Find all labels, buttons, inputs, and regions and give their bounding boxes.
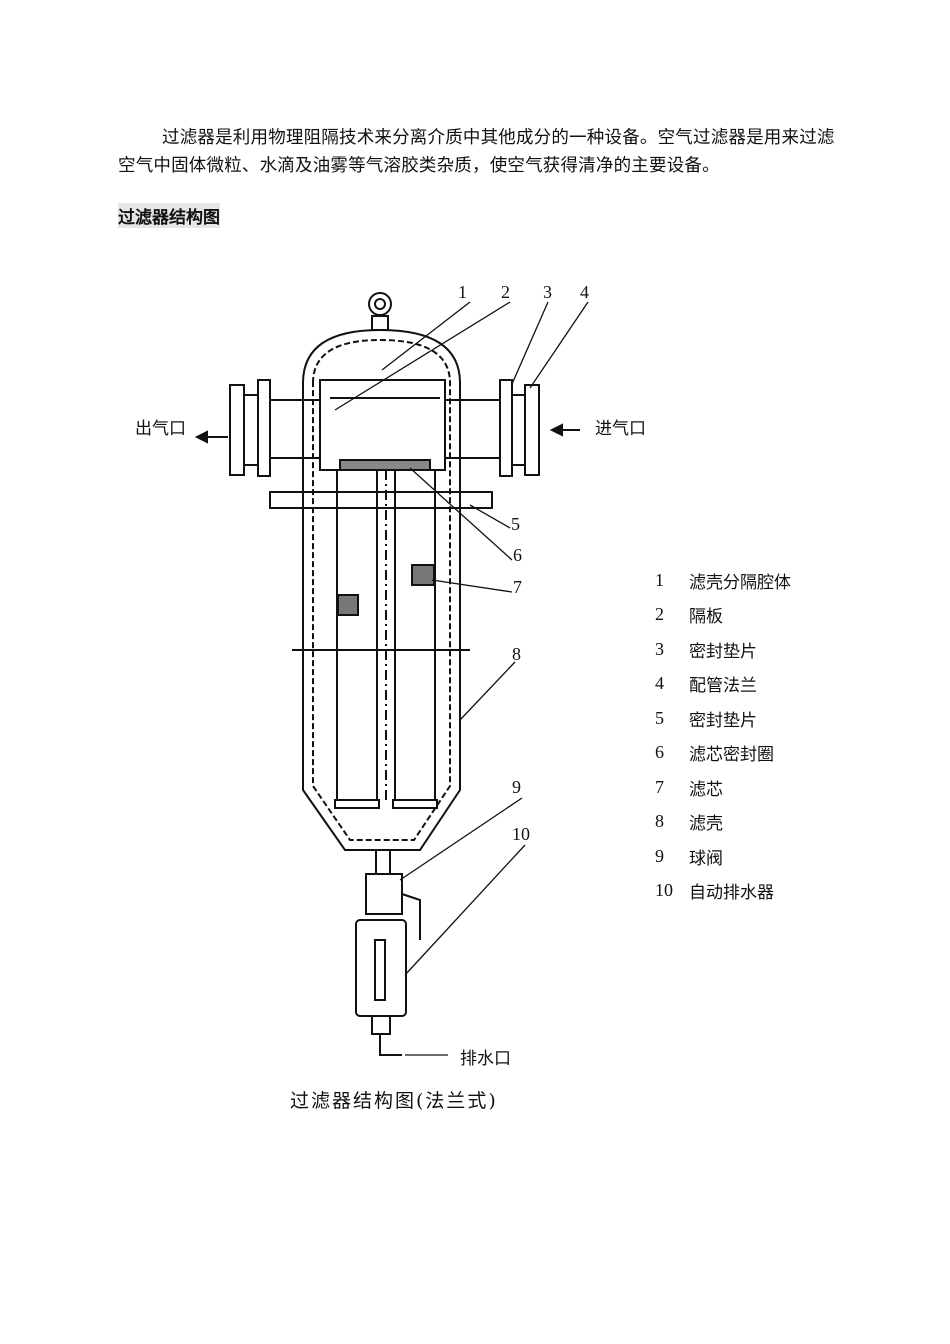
legend-num: 10 [655, 880, 673, 901]
inlet-label: 进气口 [595, 419, 646, 439]
inlet-flange-outer [524, 384, 540, 476]
filter-element-right [394, 469, 436, 801]
auto-drain-bowl [355, 919, 407, 1017]
legend-item: 10 自动排水器 [655, 874, 791, 909]
callout-2: 2 [501, 282, 510, 302]
filter-shell [302, 328, 461, 851]
legend-item: 6 滤芯密封圈 [655, 736, 791, 771]
legend-num: 1 [655, 569, 664, 590]
callout-8: 8 [512, 644, 521, 664]
legend-num: 5 [655, 707, 664, 728]
outlet-arrowhead [194, 430, 208, 444]
outlet-flange-outer [229, 384, 245, 476]
legend-label: 隔板 [689, 607, 723, 628]
callout-5: 5 [511, 514, 520, 534]
callout-6: 6 [513, 545, 522, 565]
drain-nozzle [371, 1015, 391, 1035]
legend-label: 球阀 [689, 848, 723, 869]
legend-num: 7 [655, 776, 664, 797]
lifting-ring [368, 292, 392, 316]
filter-element-left [336, 469, 378, 801]
callout-4: 4 [580, 282, 589, 302]
legend-item: 9 球阀 [655, 839, 791, 874]
callout-9: 9 [512, 777, 521, 797]
lifting-ring-inner [374, 298, 386, 310]
filter-shell-inner [312, 338, 451, 841]
callout-1: 1 [458, 282, 467, 302]
element-cap-right [392, 799, 438, 809]
drain-sight-glass [374, 939, 386, 1001]
legend-item: 1 滤壳分隔腔体 [655, 563, 791, 598]
inlet-arrowhead [549, 423, 563, 437]
legend-label: 滤壳 [689, 814, 723, 835]
callout-3: 3 [543, 282, 552, 302]
outlet-label: 出气口 [135, 419, 186, 439]
legend-item: 7 滤芯 [655, 770, 791, 805]
legend-label: 配管法兰 [689, 676, 757, 697]
legend-label: 滤芯 [689, 779, 723, 800]
callout-10: 10 [512, 824, 530, 844]
legend-num: 9 [655, 845, 664, 866]
legend-num: 6 [655, 742, 664, 763]
legend-num: 2 [655, 604, 664, 625]
ball-valve [365, 873, 403, 915]
valve-stem [375, 849, 391, 875]
inlet-gasket [511, 394, 526, 466]
parts-legend: 1 滤壳分隔腔体 2 隔板 3 密封垫片 4 配管法兰 5 密封垫片 6 滤芯密封圈 7 滤芯… [655, 563, 791, 908]
inlet-flange-inner [499, 379, 513, 477]
drain-label: 排水口 [460, 1049, 511, 1069]
leader-lines [334, 301, 589, 1056]
section-heading: 过滤器结构图 [118, 203, 220, 228]
legend-item: 2 隔板 [655, 598, 791, 633]
legend-item: 3 密封垫片 [655, 632, 791, 667]
inlet-pipe [445, 399, 500, 459]
legend-num: 4 [655, 673, 664, 694]
body-flange [269, 491, 493, 509]
legend-num: 3 [655, 638, 664, 659]
element-seal-plate [339, 459, 431, 471]
callout-7: 7 [513, 577, 522, 597]
legend-item: 4 配管法兰 [655, 667, 791, 702]
intro-text: 过滤器是利用物理阻隔技术来分离介质中其他成分的一种设备。空气过滤器是用来过滤空气… [118, 128, 835, 176]
legend-label: 密封垫片 [689, 710, 757, 731]
outlet-gasket [243, 394, 259, 466]
legend-num: 8 [655, 811, 664, 832]
legend-label: 滤壳分隔腔体 [689, 572, 791, 593]
drain-pipe [379, 1034, 402, 1056]
valve-handle [401, 893, 421, 940]
legend-item: 5 密封垫片 [655, 701, 791, 736]
outlet-pipe [270, 399, 320, 459]
legend-label: 滤芯密封圈 [689, 745, 774, 766]
element-cap-left [334, 799, 380, 809]
ring-base [371, 315, 389, 331]
mesh-right [411, 564, 435, 586]
partition-chamber [319, 379, 446, 471]
diagram-caption: 过滤器结构图(法兰式) [290, 1090, 498, 1112]
intro-paragraph: 过滤器是利用物理阻隔技术来分离介质中其他成分的一种设备。空气过滤器是用来过滤空气… [118, 124, 838, 180]
legend-label: 自动排水器 [689, 883, 774, 904]
outlet-flange-inner [257, 379, 271, 477]
legend-label: 密封垫片 [689, 641, 757, 662]
mesh-left [337, 594, 359, 616]
legend-item: 8 滤壳 [655, 805, 791, 840]
